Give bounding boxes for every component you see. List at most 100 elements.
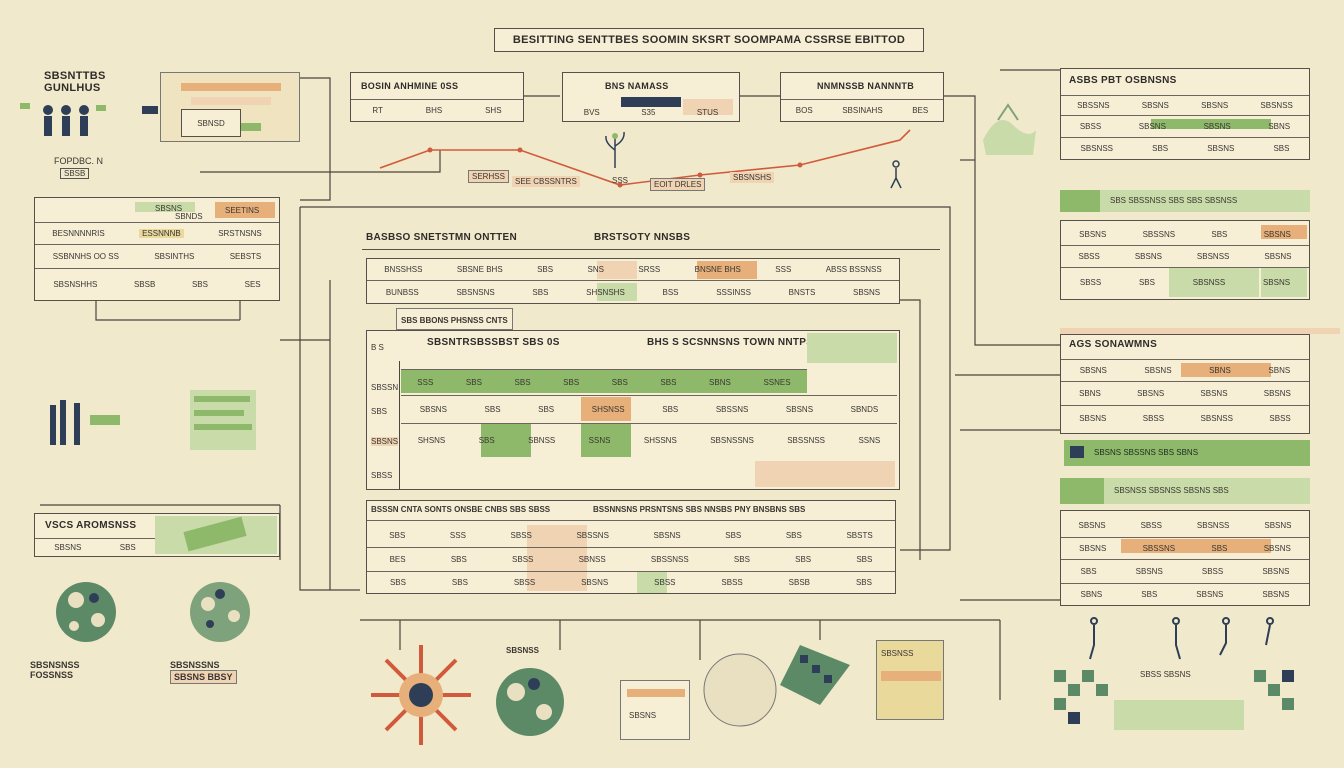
left-table-h2: ESSNNNB	[139, 229, 184, 238]
center-r2c7: BNSTS	[788, 287, 816, 297]
top-box-2-row: BVS S35 STUS	[563, 103, 739, 121]
lower-r2c8: SBS	[856, 555, 873, 564]
side-label-1: B S	[371, 343, 384, 352]
left-table-r1c3: SEBSTS	[229, 252, 262, 261]
side-label-4: SBSNS	[371, 437, 399, 446]
right-mid-green-2: SBSNSS SBSNSS SBSNS SBS	[1060, 478, 1310, 504]
rt2-r2c4: SBSNS	[1264, 252, 1292, 261]
rm-r2c2: SBSNS	[1137, 389, 1165, 398]
left-table-r2c2: SBSB	[133, 280, 156, 289]
right-low-row-4: SBNS SBS SBSNS SBSNS	[1061, 583, 1309, 605]
grid-r3c7: SBSSNSS	[787, 436, 826, 445]
grid-r2c2: SBS	[484, 405, 501, 414]
center-r2c5: BSS	[662, 287, 679, 297]
rl-r3c1: SBS	[1080, 567, 1097, 576]
center-lower-band	[527, 525, 587, 591]
side-label-5: SBSS	[371, 471, 393, 480]
map-sketch-icon	[983, 103, 1036, 155]
left-green-bar-3	[194, 424, 252, 430]
center-grid-green-corner	[807, 333, 897, 363]
right-top-row-1: SBSSNS SBSNS SBSNS SBSNSS	[1061, 95, 1309, 115]
globe-icon-3	[496, 668, 564, 736]
center-sub-title: SBS BBONS PHSNSS CNTS	[396, 308, 513, 330]
center-rows-band-3	[697, 261, 757, 279]
rt2-r2c3: SBSNSS	[1196, 252, 1230, 261]
top-box-1-title: BOSIN ANHMINE 0SS	[361, 81, 459, 91]
center-r1c7: SSS	[775, 265, 792, 274]
right-top-2-green-2	[1261, 267, 1307, 297]
top-box-2-c3: STUS	[696, 107, 719, 117]
top-left-navy-chip	[142, 106, 158, 114]
rm-r3c2: SBSS	[1142, 414, 1165, 423]
plant-icon	[605, 131, 625, 168]
globe-caption-1-l1: SBSNSNSS	[30, 660, 80, 670]
top-box-3-c3: BES	[912, 106, 929, 115]
rt2-r1c2: SBSSNS	[1142, 229, 1176, 239]
bottom-card: SBSNS	[620, 680, 690, 740]
center-grid-vline	[399, 361, 400, 489]
center-lower-green	[637, 571, 667, 593]
left-green-bar-2	[194, 410, 244, 416]
lower-r1c8: SBSTS	[846, 530, 873, 540]
left-table-h3: SRSTNSNS	[218, 229, 262, 238]
rm-r1c1: SBSNS	[1079, 366, 1107, 375]
figures-icon	[1089, 617, 1274, 660]
grid-r1c1: SSS	[417, 378, 434, 387]
lower-r2c2: SBS	[450, 555, 467, 564]
right-top-2-row-1: SBSNS SBSSNS SBS SBSNS	[1061, 223, 1309, 245]
rm-r3c3: SBSNSS	[1200, 414, 1233, 423]
rm-r1c2: SBSNS	[1144, 366, 1172, 375]
center-head-right: BRSTSOTY NNSBS	[594, 232, 691, 243]
right-top-panel: ASBS PBT OSBNSNS SBSSNS SBSNS SBSNS SBSN…	[1060, 68, 1310, 160]
right-mid-panel: AGS SONAWMNS SBSNS SBSNS SBNS SBNS SBNS …	[1060, 334, 1310, 434]
center-grid-row-3: SHSNS SBS SBNSS SSNS SHSSNS SBSNSSNS SBS…	[401, 423, 897, 457]
lower-r1c4: SBSSNS	[576, 530, 609, 540]
right-top-2-green	[1169, 267, 1259, 297]
chart-sketch-icon	[703, 645, 850, 727]
right-mid-band	[1060, 328, 1340, 334]
rm-r3c4: SBSS	[1269, 414, 1291, 423]
center-grid-row-2: SBSNS SBS SBS SHSNSS SBS SBSSNS SBSNS SB…	[401, 395, 897, 423]
center-r2c3: SBS	[532, 287, 549, 297]
flow-label-4: EOIT DRLES	[650, 178, 706, 191]
lower-r3c2: SBS	[451, 578, 468, 587]
center-mid-title-right: BHS S SCSNNSNS TOWN NNTPSR	[647, 337, 821, 348]
main-title: BESITTING SENTTBES SOOMIN SKSRT SOOMPAMA…	[512, 34, 906, 46]
right-top-2-orange	[1261, 225, 1307, 239]
left-table-header-row: BESNNNNRIS ESSNNNB SRSTNSNS	[35, 222, 279, 244]
center-lower-row-1: SBS SSS SBSS SBSSNS SBSNS SBS SBS SBSTS	[367, 523, 895, 547]
left-table-top-3: SEETINS	[225, 206, 260, 215]
left-table-row-2: SBSNSHHS SBSB SBS SES	[35, 268, 279, 300]
lower-r1c5: SBSNS	[653, 530, 681, 540]
bottom-label-4: SBSS SBSNS	[1140, 670, 1191, 679]
top-box-1-c2: BHS	[425, 106, 443, 115]
center-lower-row-2: BES SBS SBSS SBNSS SBSSNSS SBS SBS SBS	[367, 547, 895, 571]
top-box-1: BOSIN ANHMINE 0SS RT BHS SHS	[350, 72, 524, 122]
rl-r1c3: SBSNSS	[1196, 520, 1230, 530]
rl-r1c4: SBSNS	[1264, 520, 1292, 530]
grid-r1c5: SBS	[611, 378, 628, 387]
top-box-3-row: BOS SBSINAHS BES	[781, 99, 943, 121]
top-box-2-navy	[621, 97, 681, 107]
rl-r4c2: SBS	[1141, 590, 1158, 599]
grid-r1c2: SBS	[465, 378, 482, 387]
globe-caption-1-l2: FOSSNSS	[30, 670, 74, 680]
grid-r2c7: SBSNS	[785, 405, 814, 414]
grid-r3c6: SBSNSSNS	[710, 436, 754, 445]
rl-r2c4: SBSNS	[1263, 544, 1291, 553]
rl-r2c2: SBSSNS	[1142, 544, 1176, 553]
right-low-row-2: SBSNS SBSSNS SBS SBSNS	[1061, 537, 1309, 559]
top-left-note2: SBSB	[60, 168, 90, 179]
left-green-chart	[190, 390, 256, 450]
top-box-3-c2: SBSINAHS	[842, 106, 883, 115]
lower-r2c4: SBNSS	[578, 555, 606, 564]
top-left-title-line2: GUNLHUS	[44, 82, 101, 94]
right-mid-row-2: SBNS SBSNS SBSNS SBSNS	[1061, 381, 1309, 405]
rt-r1c3: SBSNS	[1201, 101, 1229, 110]
people-icon	[20, 103, 106, 136]
right-low-row-3: SBS SBSNS SBSS SBSNS	[1061, 559, 1309, 583]
rl-r1c2: SBSS	[1140, 520, 1162, 530]
rl-r2c3: SBS	[1211, 544, 1228, 553]
lower-r1c2: SSS	[449, 530, 466, 540]
lower-r3c5: SBSS	[654, 578, 676, 587]
